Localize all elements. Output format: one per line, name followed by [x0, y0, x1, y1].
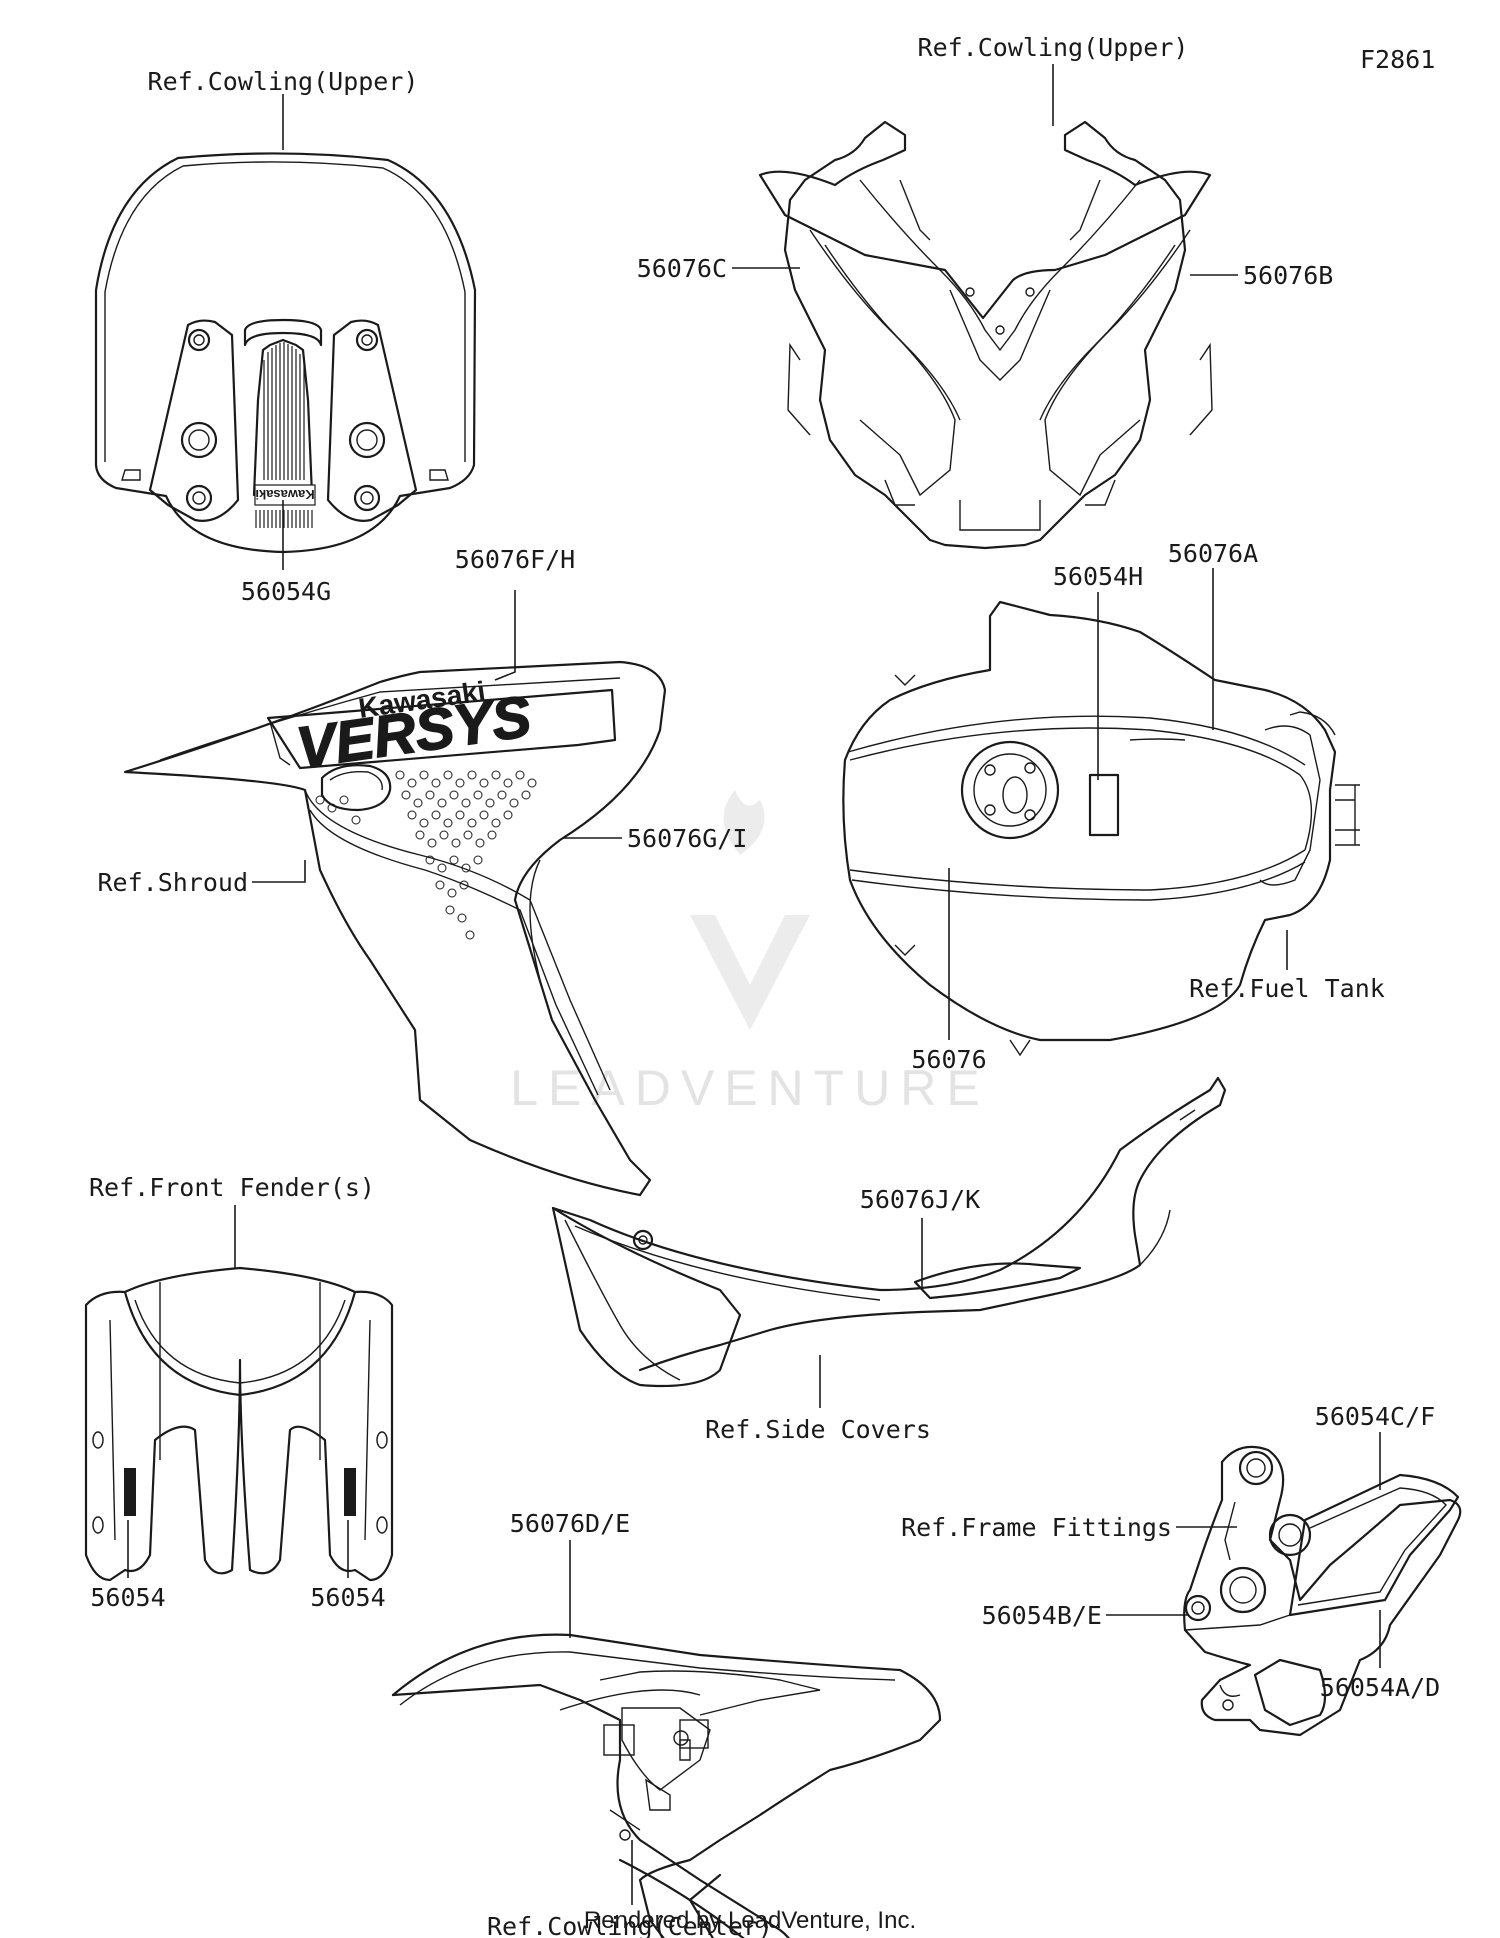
label-56054ad: 56054A/D	[1320, 1673, 1440, 1702]
label-56054cf: 56054C/F	[1315, 1402, 1435, 1431]
label-56054be: 56054B/E	[982, 1601, 1102, 1630]
footer-credit: Rendered by LeadVenture, Inc.	[584, 1907, 916, 1934]
label-56054-right: 56054	[310, 1583, 385, 1612]
front-fender-part	[84, 1266, 394, 1582]
leader-56076fh	[494, 590, 516, 681]
watermark: LEADVENTURE	[510, 790, 980, 1116]
label-ref-cowling-upper-right: Ref.Cowling(Upper)	[918, 33, 1189, 62]
label-56076: 56076	[911, 1045, 986, 1074]
label-56076b: 56076B	[1243, 261, 1333, 290]
label-ref-shroud: Ref.Shroud	[97, 868, 248, 897]
label-ref-front-fender: Ref.Front Fender(s)	[89, 1173, 375, 1202]
windscreen-decal-brand: Kawasaki	[255, 487, 314, 502]
label-56076gi: 56076G/I	[627, 824, 747, 853]
label-ref-frame-fittings: Ref.Frame Fittings	[901, 1513, 1172, 1542]
label-56076jk: 56076J/K	[860, 1185, 980, 1214]
windscreen-part: Kawasaki	[94, 152, 477, 554]
label-ref-cowling-upper-left: Ref.Cowling(Upper)	[148, 67, 419, 96]
label-56076a: 56076A	[1168, 539, 1258, 568]
side-covers-part	[551, 1076, 1227, 1388]
label-56076c: 56076C	[637, 254, 727, 283]
label-56076fh: 56076F/H	[455, 545, 575, 574]
label-56076de: 56076D/E	[510, 1509, 630, 1538]
fuel-tank-part	[842, 600, 1360, 1057]
label-ref-fuel-tank: Ref.Fuel Tank	[1189, 974, 1385, 1003]
label-56054h: 56054H	[1053, 562, 1143, 591]
label-ref-side-covers: Ref.Side Covers	[705, 1415, 931, 1444]
label-56054g: 56054G	[241, 577, 331, 606]
figure-code: F2861	[1360, 45, 1435, 74]
label-ref-cowling-center: Ref.Cowling(Center)	[487, 1912, 773, 1938]
label-56054-left: 56054	[90, 1583, 165, 1612]
center-cowling-part	[391, 1633, 942, 1938]
upper-cowling-part	[758, 120, 1213, 550]
frame-fittings-part	[1183, 1445, 1462, 1737]
leader-ref-shroud	[252, 860, 306, 883]
